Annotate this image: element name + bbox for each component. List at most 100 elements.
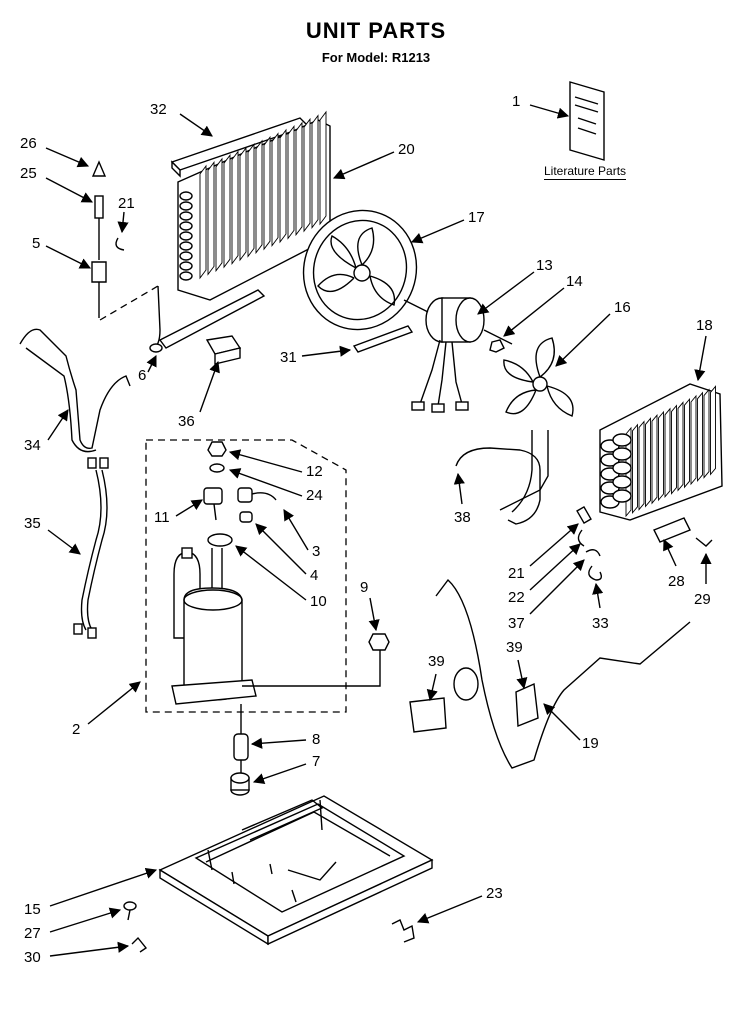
callout-21a: 21	[117, 195, 135, 234]
callout-15: 15	[24, 867, 158, 918]
model-subtitle: For Model: R1213	[321, 50, 431, 65]
svg-text:20: 20	[398, 141, 415, 158]
svg-text:2: 2	[72, 721, 80, 738]
grommet-part	[585, 549, 601, 557]
svg-text:11: 11	[154, 509, 170, 526]
callout-19: 19	[543, 703, 599, 752]
callout-1: 1	[512, 93, 570, 119]
fan-shroud-part	[302, 209, 418, 331]
callout-34: 34	[24, 409, 69, 454]
svg-text:37: 37	[508, 615, 525, 632]
callout-5: 5	[32, 235, 92, 269]
callout-29: 29	[694, 552, 712, 608]
fan-nut-part	[489, 339, 505, 353]
callout-22: 22	[508, 543, 581, 606]
wire-harness-part	[73, 457, 109, 639]
svg-text:39: 39	[506, 639, 523, 656]
svg-text:24: 24	[306, 487, 323, 504]
svg-text:19: 19	[582, 735, 599, 752]
callout-9: 9	[360, 579, 380, 632]
callout-16: 16	[555, 299, 631, 367]
svg-text:30: 30	[24, 949, 41, 966]
overload-protector-part	[203, 487, 223, 521]
callout-21b: 21	[508, 523, 579, 582]
fan-motor-part	[403, 297, 513, 413]
svg-text:12: 12	[306, 463, 323, 480]
svg-text:6: 6	[138, 367, 146, 384]
thermostat-capillary-part	[435, 578, 691, 769]
compressor-assembly-outline	[145, 439, 347, 713]
callout-37: 37	[508, 559, 585, 632]
insulator-pad-part	[409, 682, 539, 733]
callout-2: 2	[72, 681, 141, 738]
svg-text:21: 21	[508, 565, 525, 582]
callout-31: 31	[280, 345, 352, 366]
svg-text:7: 7	[312, 753, 320, 770]
suction-tube-part	[19, 328, 131, 450]
svg-text:35: 35	[24, 515, 41, 532]
callout-38: 38	[453, 472, 471, 526]
callout-30: 30	[24, 941, 130, 966]
svg-text:28: 28	[668, 573, 685, 590]
diagram-title: UNIT PARTS	[305, 18, 447, 43]
callout-27: 27	[24, 907, 122, 942]
svg-text:21: 21	[118, 195, 135, 212]
svg-text:31: 31	[280, 349, 297, 366]
callout-11: 11	[154, 499, 203, 526]
clamp-21-part	[115, 237, 125, 251]
callout-6: 6	[138, 354, 157, 384]
grommet-3-part	[239, 511, 253, 523]
compressor-part	[171, 547, 257, 705]
svg-text:39: 39	[428, 653, 445, 670]
tube-clip-part	[577, 529, 585, 547]
svg-text:17: 17	[468, 209, 485, 226]
callout-4: 4	[255, 523, 318, 584]
callout-18: 18	[694, 317, 713, 382]
fan-bracket-part	[352, 325, 414, 353]
svg-text:38: 38	[454, 509, 471, 526]
callout-32: 32	[150, 101, 213, 137]
callouts: 1 32 20 26 25 21 5 17	[20, 93, 713, 966]
callout-12: 12	[228, 449, 323, 480]
svg-text:4: 4	[310, 567, 318, 584]
callout-14: 14	[503, 273, 583, 337]
bracket-clip-part	[131, 936, 148, 953]
svg-text:3: 3	[312, 543, 320, 560]
callout-10: 10	[235, 545, 327, 610]
svg-text:10: 10	[310, 593, 327, 610]
callout-23: 23	[416, 885, 503, 924]
terminal-cover-part	[237, 487, 277, 503]
callout-39b: 39	[506, 639, 528, 690]
screw-part	[123, 901, 137, 921]
callout-26: 26	[20, 135, 90, 168]
callout-25: 25	[20, 165, 93, 203]
svg-text:22: 22	[508, 589, 525, 606]
condenser-base-rail-part	[158, 289, 266, 349]
callout-39a: 39	[426, 653, 445, 702]
svg-text:9: 9	[360, 579, 368, 596]
svg-text:34: 34	[24, 437, 41, 454]
svg-text:15: 15	[24, 901, 41, 918]
svg-text:32: 32	[150, 101, 167, 118]
svg-text:14: 14	[566, 273, 583, 290]
svg-text:29: 29	[694, 591, 711, 608]
evaporator-coil-part	[599, 383, 723, 521]
callout-3: 3	[283, 509, 320, 560]
compressor-nut-part	[368, 633, 390, 651]
clamp-part	[588, 565, 603, 581]
charging-tube-part	[91, 160, 107, 318]
washer-part	[209, 463, 225, 473]
svg-text:27: 27	[24, 925, 41, 942]
svg-text:23: 23	[486, 885, 503, 902]
literature-parts-label: Literature Parts	[544, 164, 627, 180]
svg-text:16: 16	[614, 299, 631, 316]
mounting-bracket-part	[653, 517, 691, 543]
svg-text:25: 25	[20, 165, 37, 182]
callout-24: 24	[228, 468, 323, 504]
callout-36: 36	[178, 360, 220, 430]
access-valve-part	[576, 505, 592, 525]
callout-17: 17	[410, 209, 485, 244]
svg-text:5: 5	[32, 235, 40, 252]
sleeve-part	[233, 733, 249, 761]
